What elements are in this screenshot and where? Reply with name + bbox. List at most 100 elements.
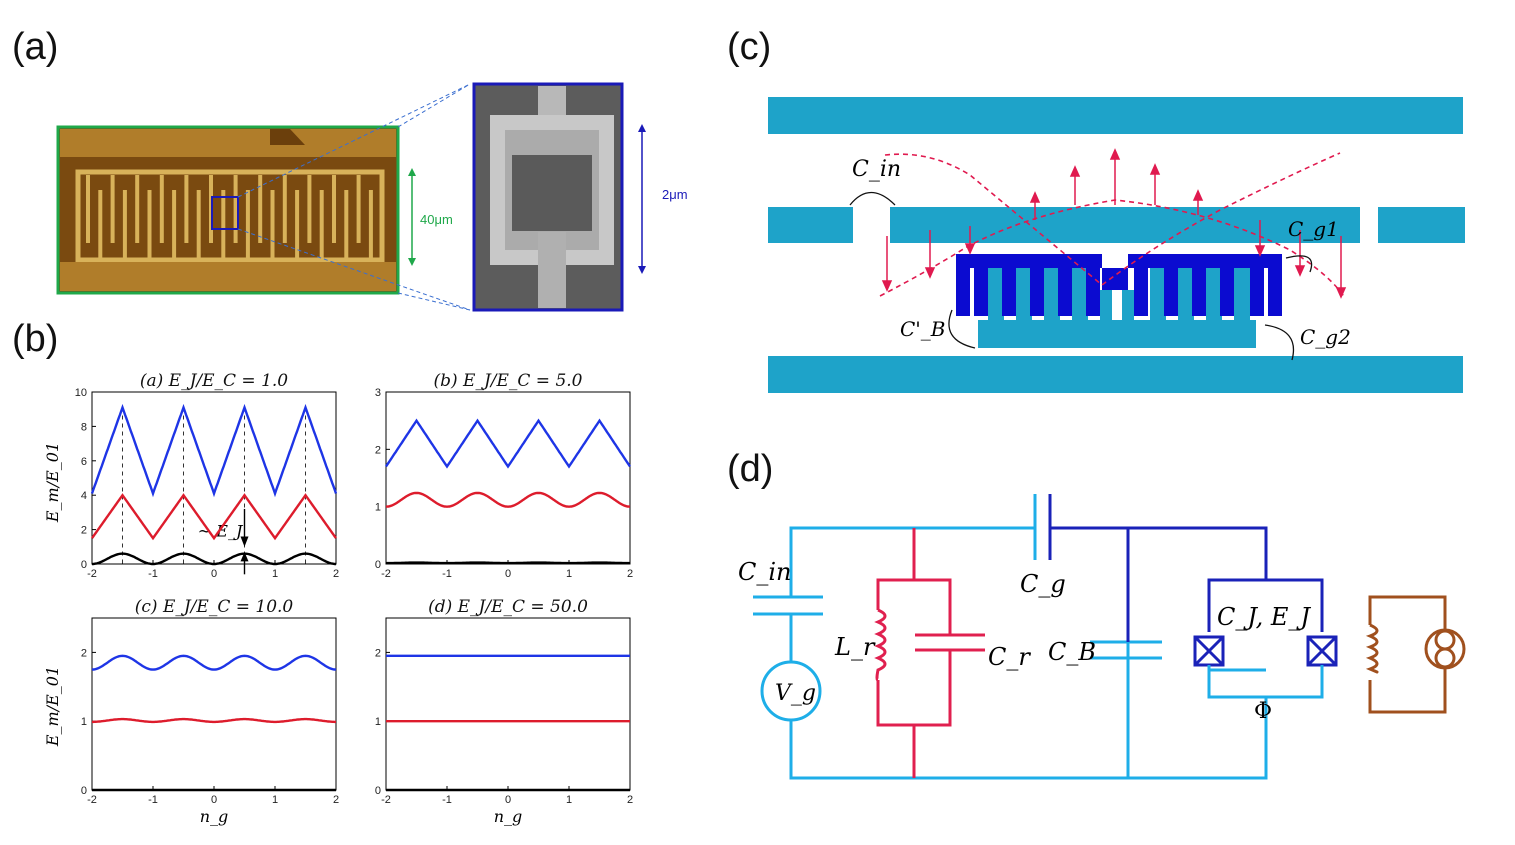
x-tick-label: 1: [272, 794, 278, 806]
x-tick-label: 0: [505, 568, 511, 580]
comb-finger: [98, 190, 103, 258]
y-axis-label-top: E_m/E_01: [43, 442, 62, 523]
subplot-title: (c) E_J/E_C = 10.0: [135, 597, 294, 617]
panel-d-circuit: C_in V_g L_r C_r C_g C_B C_J, E_J Φ: [738, 494, 1466, 780]
scale-bar-40um: 40μm: [408, 168, 453, 266]
bottom-ground-strip: [768, 356, 1463, 393]
label-phi: Φ: [1254, 699, 1272, 724]
lower-electrode: [978, 268, 1256, 348]
comb-finger: [368, 190, 373, 258]
comb-finger: [135, 175, 140, 243]
x-tick-label: -1: [442, 794, 452, 806]
comb-finger: [122, 190, 127, 258]
second-level-curve: [385, 418, 631, 469]
first-level-curve: [92, 717, 336, 724]
y-tick-label: 2: [81, 525, 87, 537]
c-g1-label: C_g1: [1288, 217, 1339, 241]
x-tick-label: -2: [87, 794, 97, 806]
optical-micrograph: [56, 125, 400, 295]
voltage-source: [760, 660, 822, 722]
comb-finger: [270, 190, 275, 258]
scale-bar-2um: 2μm: [638, 124, 688, 274]
y-tick-label: 2: [81, 647, 87, 659]
panel-label-a: (a): [12, 26, 59, 68]
label-c-b: C_B: [1048, 638, 1096, 666]
y-tick-label: 10: [75, 387, 87, 399]
comb-finger: [110, 175, 115, 243]
panel-a-micrographs: 40μm 2μm: [56, 82, 688, 312]
x-tick-label: -2: [87, 568, 97, 580]
lc-resonator: [874, 528, 985, 778]
first-level-curve: [385, 491, 631, 508]
subplot-title: (a) E_J/E_C = 1.0: [140, 371, 288, 391]
comb-fingers: [86, 175, 373, 258]
x-tick-label: -2: [381, 794, 391, 806]
comb-finger: [307, 175, 312, 243]
y-tick-label: 6: [81, 456, 87, 468]
panel-label-c: (c): [727, 26, 772, 68]
comb-finger: [221, 190, 226, 258]
plot-frame: [385, 391, 631, 565]
ground-and-input-wiring: [753, 526, 1268, 780]
x-tick-label: -1: [442, 568, 452, 580]
y-axis-label-bottom: E_m/E_01: [43, 666, 62, 747]
qubit-island: [956, 254, 1282, 316]
panel-label-b: (b): [12, 318, 59, 360]
center-strip-left: [768, 207, 853, 243]
c-in-label: C_in: [852, 157, 901, 182]
top-ground-strip: [768, 97, 1463, 134]
x-tick-label: 0: [505, 794, 511, 806]
label-c-in: C_in: [738, 558, 792, 586]
comb-finger: [356, 175, 361, 243]
label-c-g: C_g: [1020, 570, 1066, 598]
x-tick-label: 1: [566, 794, 572, 806]
comb-finger: [332, 175, 336, 243]
y-tick-label: 2: [375, 444, 381, 456]
c-b-label: C'_B: [900, 317, 946, 341]
flux-bias-circuit: [1365, 595, 1466, 714]
annotation-ej: ~ E_J: [198, 521, 244, 540]
comb-finger: [295, 190, 300, 258]
josephson-junction-right: [1306, 635, 1338, 667]
y-tick-label: 0: [81, 785, 87, 797]
y-tick-label: 1: [375, 716, 381, 728]
sem-micrograph: [472, 82, 624, 312]
capacitance-arrows: [849, 191, 1313, 361]
island-wiring: [1050, 526, 1324, 642]
y-tick-label: 0: [375, 785, 381, 797]
plot-frame: [385, 617, 631, 791]
y-tick-label: 4: [81, 490, 87, 502]
comb-finger: [184, 175, 189, 243]
field-arrows: [881, 148, 1347, 299]
comb-finger: [245, 190, 250, 258]
standing-wave-2: [884, 152, 1341, 287]
label-cj-ej: C_J, E_J: [1217, 603, 1311, 631]
ground-level-curve: [92, 552, 336, 566]
comb-finger: [147, 190, 152, 258]
comb-finger: [282, 175, 287, 243]
comb-finger: [344, 190, 349, 258]
subplot-title: (d) E_J/E_C = 50.0: [428, 597, 588, 617]
comb-finger: [86, 175, 90, 243]
x-tick-label: 0: [211, 794, 217, 806]
scale-label-40um: 40μm: [420, 212, 453, 227]
comb-finger: [319, 190, 324, 258]
label-v-g: V_g: [775, 681, 816, 706]
label-l-r: L_r: [834, 633, 876, 661]
panel-label-d: (d): [727, 448, 774, 490]
y-tick-label: 0: [81, 559, 87, 571]
x-tick-label: -2: [381, 568, 391, 580]
y-tick-label: 0: [375, 559, 381, 571]
arrow-down-head: [240, 536, 249, 547]
x-tick-label: 2: [333, 568, 339, 580]
comb-finger: [258, 175, 263, 243]
y-tick-label: 2: [375, 647, 381, 659]
arrow-up-head: [240, 551, 249, 562]
c-g2-label: C_g2: [1300, 325, 1351, 349]
x-axis-label-right: n_g: [494, 807, 523, 826]
x-tick-label: 2: [333, 794, 339, 806]
y-tick-label: 8: [81, 421, 87, 433]
josephson-junction-left: [1193, 635, 1225, 667]
label-c-r: C_r: [988, 643, 1031, 671]
